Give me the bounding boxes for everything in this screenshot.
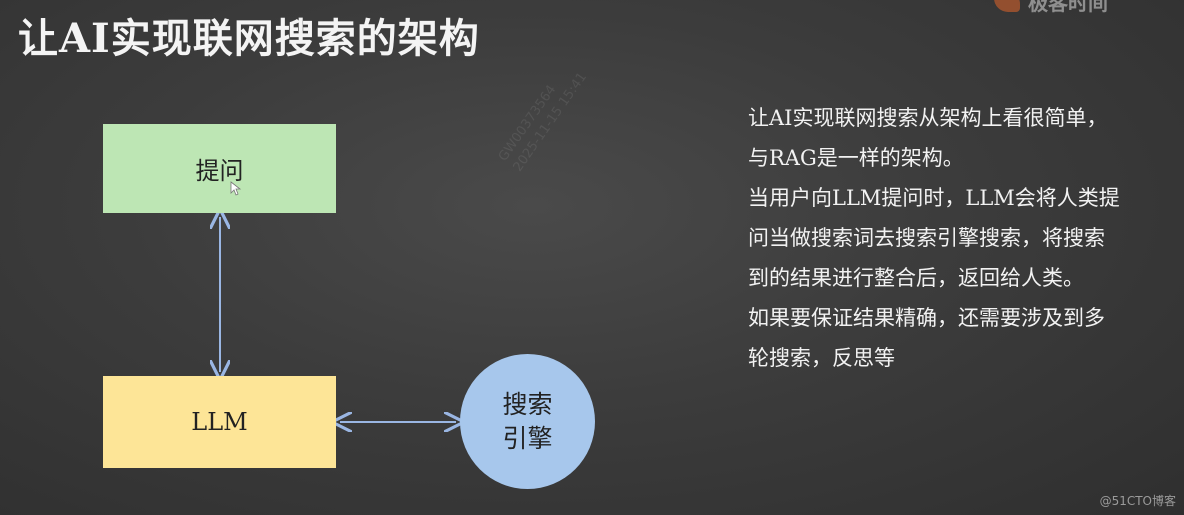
description-line: 如果要保证结果精确，还需要涉及到多 <box>748 306 1105 330</box>
llm-node-label: LLM <box>191 408 248 436</box>
description-line: 让AI实现联网搜索从架构上看很简单， <box>748 106 1108 130</box>
search-engine-node: 搜索 引擎 <box>460 354 595 489</box>
description-text: 让AI实现联网搜索从架构上看很简单， 与RAG是一样的架构。 当用户向LLM提问… <box>748 108 1180 388</box>
description-line: 到的结果进行整合后，返回给人类。 <box>748 266 1084 290</box>
architecture-diagram: 提问 LLM 搜索 引擎 GW00373564 2025-11-15 15:41 <box>0 0 700 515</box>
slide-title: 让AI实现联网搜索的架构 <box>18 15 480 62</box>
brand-logo-icon <box>994 0 1020 12</box>
search-engine-label-line1: 搜索 <box>502 389 553 419</box>
description-line: 当用户向LLM提问时，LLM会将人类提 <box>748 186 1120 210</box>
source-watermark: @51CTO博客 <box>1099 494 1176 508</box>
brand-logo-text: 极客时间 <box>1028 0 1108 15</box>
mouse-cursor-icon <box>230 181 242 196</box>
search-engine-label-line2: 引擎 <box>502 423 553 453</box>
question-node: 提问 <box>103 124 336 213</box>
diagram-arrows <box>0 0 700 515</box>
description-line: 问当做搜索词去搜索引擎搜索，将搜索 <box>748 226 1105 250</box>
description-line: 与RAG是一样的架构。 <box>748 146 964 170</box>
llm-node: LLM <box>103 376 336 468</box>
question-node-label: 提问 <box>195 157 244 185</box>
brand-logo: 极客时间 <box>994 0 1184 16</box>
description-line: 轮搜索，反思等 <box>748 346 895 370</box>
